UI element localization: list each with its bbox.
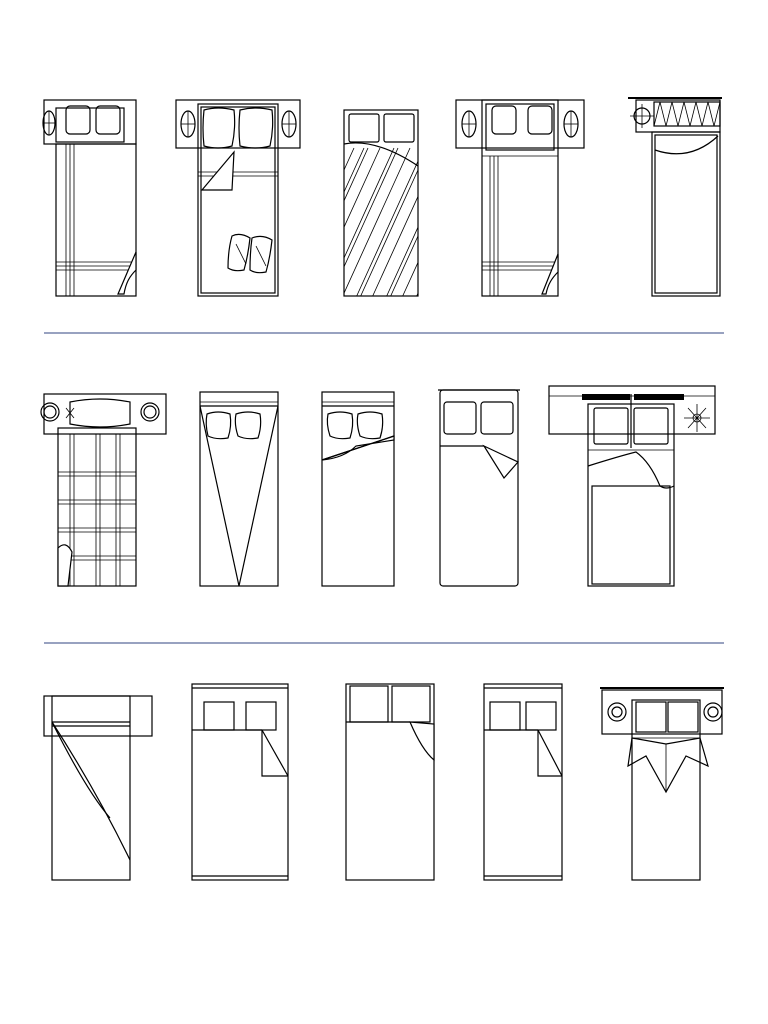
diagonal-stripe (360, 169, 419, 297)
bed-2-3 (321, 391, 395, 587)
bed-3-1 (43, 695, 153, 881)
diagonal-stripe (343, 147, 381, 228)
bed-3-4 (483, 683, 563, 881)
diagonal-stripe (343, 147, 355, 171)
diagonal-stripe (343, 147, 395, 259)
diagonal-stripe (386, 227, 419, 297)
bed-1-3 (343, 109, 419, 297)
diagonal-stripe (356, 161, 419, 297)
diagonal-stripe (343, 147, 411, 294)
diagonal-stripe (416, 293, 419, 297)
diagonal-stripe (402, 262, 419, 297)
diagonal-stripe (372, 196, 419, 297)
bed-3-5 (600, 687, 724, 881)
diagonal-stripe (390, 235, 419, 297)
diagonal-stripe (343, 147, 399, 267)
bed-2-5 (548, 385, 716, 587)
bed-2-1 (40, 393, 167, 587)
bed-3-3 (345, 683, 435, 881)
bed-3-2 (191, 683, 289, 881)
diagonal-stripe (343, 147, 369, 201)
plant-icon (684, 404, 710, 432)
bed-2-4 (438, 389, 520, 587)
bed-1-1 (42, 99, 137, 297)
bed-1-5 (628, 97, 722, 297)
bed-2-2 (199, 391, 279, 587)
diagonal-stripe (343, 147, 365, 193)
bed-1-4 (455, 99, 585, 297)
bed-1-2 (175, 99, 301, 297)
